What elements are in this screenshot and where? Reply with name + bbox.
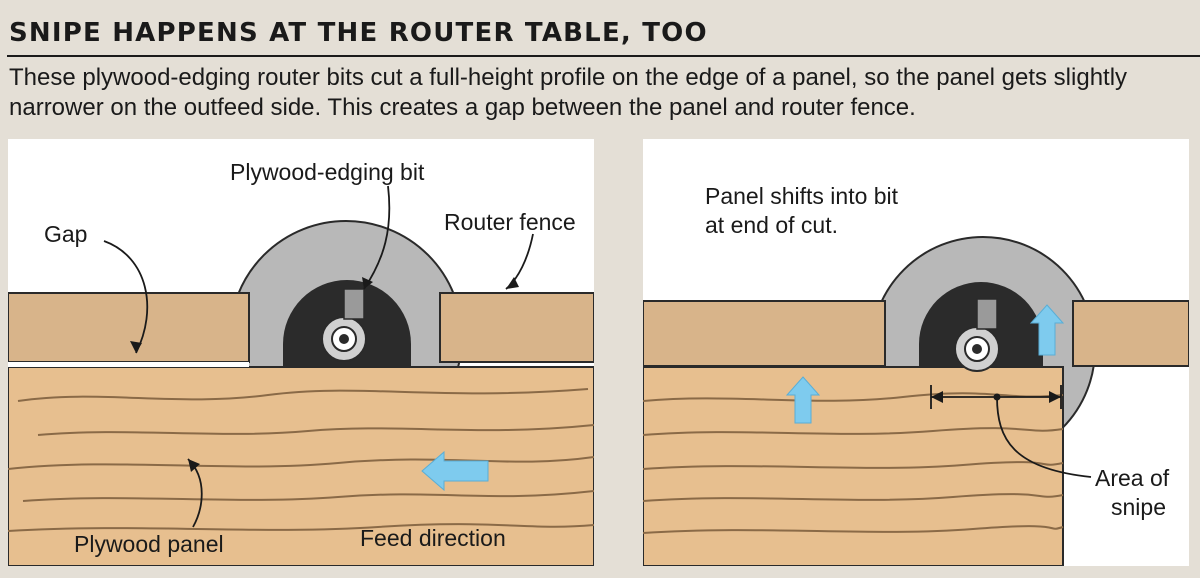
leader-arrowheads [130, 277, 519, 472]
bit-shaft [339, 334, 349, 344]
router-fence-right [1072, 300, 1189, 367]
wood-grain [643, 392, 1064, 534]
snipe-leader [996, 396, 1092, 478]
bit-shift-arrow [1029, 304, 1065, 356]
bit-cutter [976, 298, 998, 330]
label-plywood-panel: Plywood panel [74, 531, 224, 557]
feed-direction-arrow [421, 450, 489, 492]
label-panel-shifts-line1: Panel shifts into bit [705, 183, 899, 209]
left-drawing [8, 185, 594, 566]
label-panel-shifts-line2: at end of cut. [705, 212, 838, 238]
left-illustration: Plywood-edging bit Gap Router fence Plyw… [8, 139, 594, 566]
label-router-fence: Router fence [444, 209, 576, 235]
bit-cutter [343, 288, 365, 320]
wood-grain [8, 388, 594, 532]
label-area-of-snipe-line2: snipe [1111, 494, 1166, 520]
router-fence-right [439, 292, 594, 363]
gap [8, 362, 249, 367]
bit-shaft [972, 344, 982, 354]
label-area-of-snipe-line1: Area of [1095, 465, 1170, 491]
panel-shift-arrow [785, 376, 821, 424]
label-feed-direction: Feed direction [360, 525, 506, 551]
router-fence-left [643, 300, 886, 367]
router-fence-left [8, 292, 250, 363]
label-gap: Gap [44, 221, 88, 247]
figure-title: SNIPE HAPPENS AT THE ROUTER TABLE, TOO [9, 18, 708, 48]
plywood-panel [8, 366, 594, 566]
right-drawing [643, 236, 1189, 566]
title-rule [7, 55, 1200, 57]
right-illustration: Panel shifts into bit at end of cut. Are… [643, 139, 1189, 566]
intro-text: These plywood-edging router bits cut a f… [9, 64, 1128, 121]
label-plywood-edging-bit: Plywood-edging bit [230, 159, 425, 185]
